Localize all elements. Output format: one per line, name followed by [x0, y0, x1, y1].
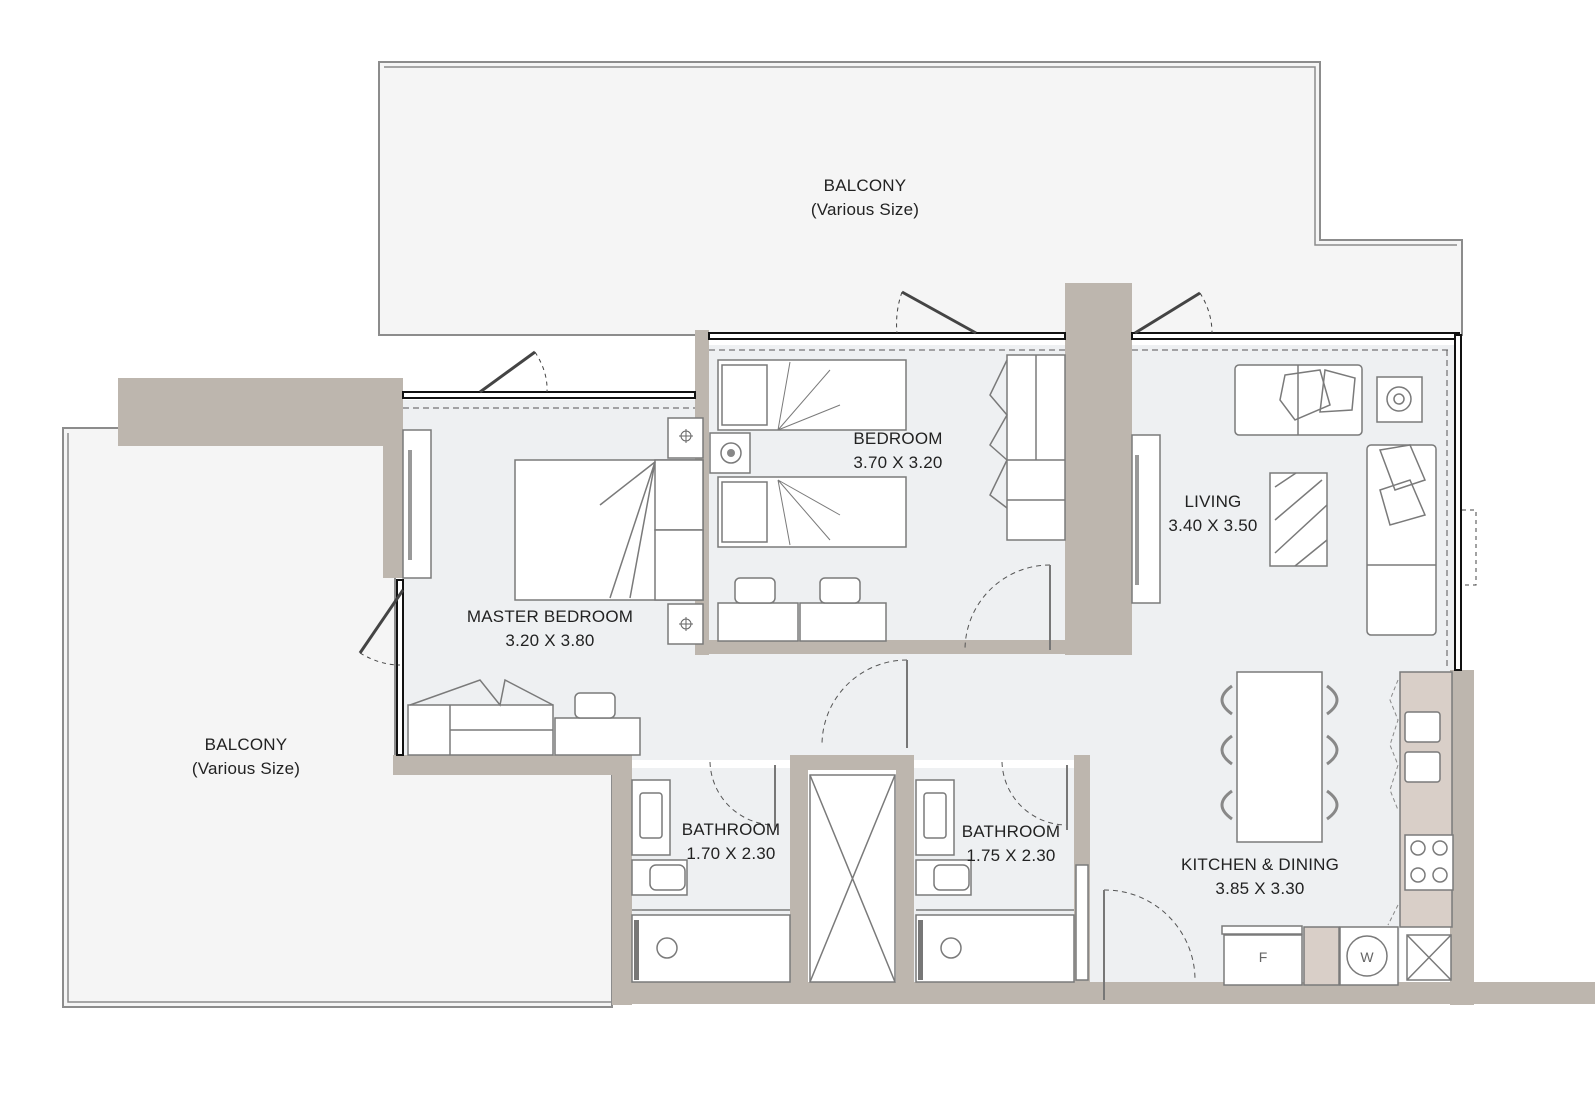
room-name: BEDROOM: [853, 429, 943, 448]
master-bedroom-furniture: [402, 417, 704, 756]
room-name: MASTER BEDROOM: [466, 607, 634, 626]
room-name: LIVING: [1184, 492, 1242, 511]
chair: [819, 577, 861, 604]
room-size: 1.75 X 2.30: [966, 846, 1056, 865]
bathroom-fixtures: [631, 774, 1089, 983]
room-size: (Various Size): [810, 200, 920, 219]
window-openers: [358, 290, 1201, 654]
desk: [717, 602, 799, 642]
room-name: BALCONY: [823, 176, 907, 195]
fridge: [1223, 934, 1303, 986]
balcony-left-label: BALCONY (Various Size): [192, 733, 300, 781]
room-size: 1.70 X 2.30: [686, 844, 776, 863]
chair: [734, 577, 776, 604]
coffee-table: [1269, 472, 1328, 567]
chair: [574, 692, 616, 719]
room-size: 3.20 X 3.80: [505, 631, 595, 650]
room-name: BATHROOM: [681, 820, 781, 839]
sofa: [1366, 444, 1437, 636]
sink: [1404, 751, 1441, 783]
room-size: 3.70 X 3.20: [853, 453, 943, 472]
shower: [915, 914, 1075, 983]
fridge-label: F: [1259, 949, 1268, 965]
balcony-top-label: BALCONY (Various Size): [811, 174, 919, 222]
room-size: (Various Size): [191, 759, 301, 778]
balcony-top-area: [378, 61, 1463, 336]
side-table: [1376, 376, 1423, 423]
room-name: BATHROOM: [961, 822, 1061, 841]
living-label: LIVING 3.40 X 3.50: [1168, 490, 1257, 538]
room-size: 3.85 X 3.30: [1215, 879, 1305, 898]
bathroom-1-label: BATHROOM 1.70 X 2.30: [682, 818, 781, 866]
room-name: KITCHEN & DINING: [1180, 855, 1340, 874]
kitchen-dining-furniture: [1220, 671, 1454, 986]
bedroom-label: BEDROOM 3.70 X 3.20: [853, 427, 942, 475]
bathroom-2-label: BATHROOM 1.75 X 2.30: [962, 820, 1061, 868]
windows: [396, 332, 1462, 756]
tv-unit: [402, 429, 432, 579]
doors: [709, 564, 1196, 981]
master-bedroom-label: MASTER BEDROOM 3.20 X 3.80: [467, 605, 633, 653]
washer-label: W: [1360, 949, 1374, 965]
kitchen-dining-label: KITCHEN & DINING 3.85 X 3.30: [1181, 853, 1339, 901]
room-name: BALCONY: [204, 735, 288, 754]
sink: [1404, 711, 1441, 743]
pantry: [1303, 926, 1340, 986]
desk: [554, 717, 641, 756]
desk: [799, 602, 887, 642]
dining-table: [1236, 671, 1323, 843]
room-size: 3.40 X 3.50: [1168, 516, 1258, 535]
shower: [631, 914, 791, 983]
bedroom-furniture: [709, 354, 1066, 642]
living-furniture: [1131, 364, 1437, 636]
